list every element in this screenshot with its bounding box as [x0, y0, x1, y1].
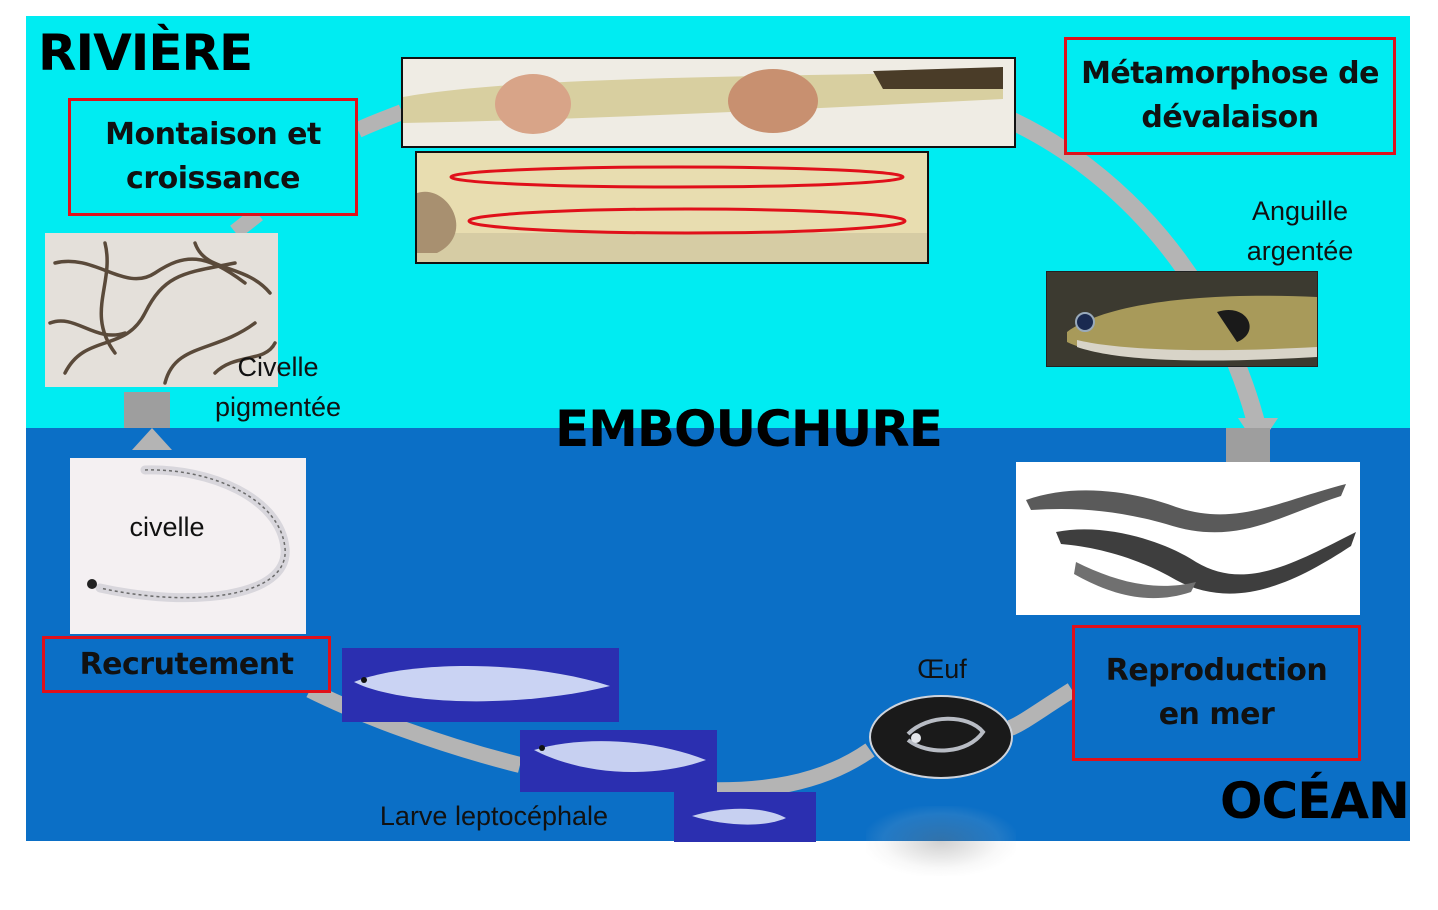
photo-larva-small [674, 792, 816, 842]
egg-reflection [866, 806, 1016, 876]
caption-larve-leptocephale: Larve leptocéphale [379, 801, 609, 831]
cycle-ring-path [1002, 109, 1267, 433]
photo-civelle [70, 458, 306, 634]
cycle-ring-path-bottom [306, 682, 875, 799]
stage-box-reproduction: Reproduction en mer [1072, 625, 1361, 761]
ocean-label: OCÉAN [1220, 772, 1410, 830]
lateral-line-marker-top [449, 165, 905, 189]
caption-oeuf: Œuf [917, 654, 967, 684]
river-label: RIVIÈRE [38, 24, 253, 82]
stage-box-montaison: Montaison et croissance [68, 98, 358, 216]
caption-anguille-argentee: Anguille argentée [1246, 196, 1354, 266]
photo-adult-eels [1016, 462, 1360, 615]
photo-larva-large [342, 648, 619, 722]
lateral-line-marker-bottom [467, 207, 907, 235]
stage-box-metamorphose: Métamorphose de dévalaison [1064, 37, 1396, 155]
caption-civelle-pigmentee: Civelle pigmentée [214, 352, 342, 422]
cycle-arrow-head-ascent [132, 428, 172, 450]
photo-silver-eel [1046, 271, 1318, 367]
photo-egg [868, 694, 1014, 780]
cycle-connector-left [124, 392, 170, 428]
caption-civelle: civelle [129, 512, 205, 542]
photo-eel-measured [401, 57, 1016, 148]
stage-box-recrutement: Recrutement [42, 636, 331, 693]
cycle-ring-path-river-left [230, 104, 406, 239]
photo-larva-medium [520, 730, 717, 792]
photo-glass-eels [45, 233, 278, 387]
cycle-connector-right [1226, 428, 1270, 462]
photo-eel-lateral-line [415, 151, 929, 264]
estuary-label: EMBOUCHURE [555, 400, 943, 458]
